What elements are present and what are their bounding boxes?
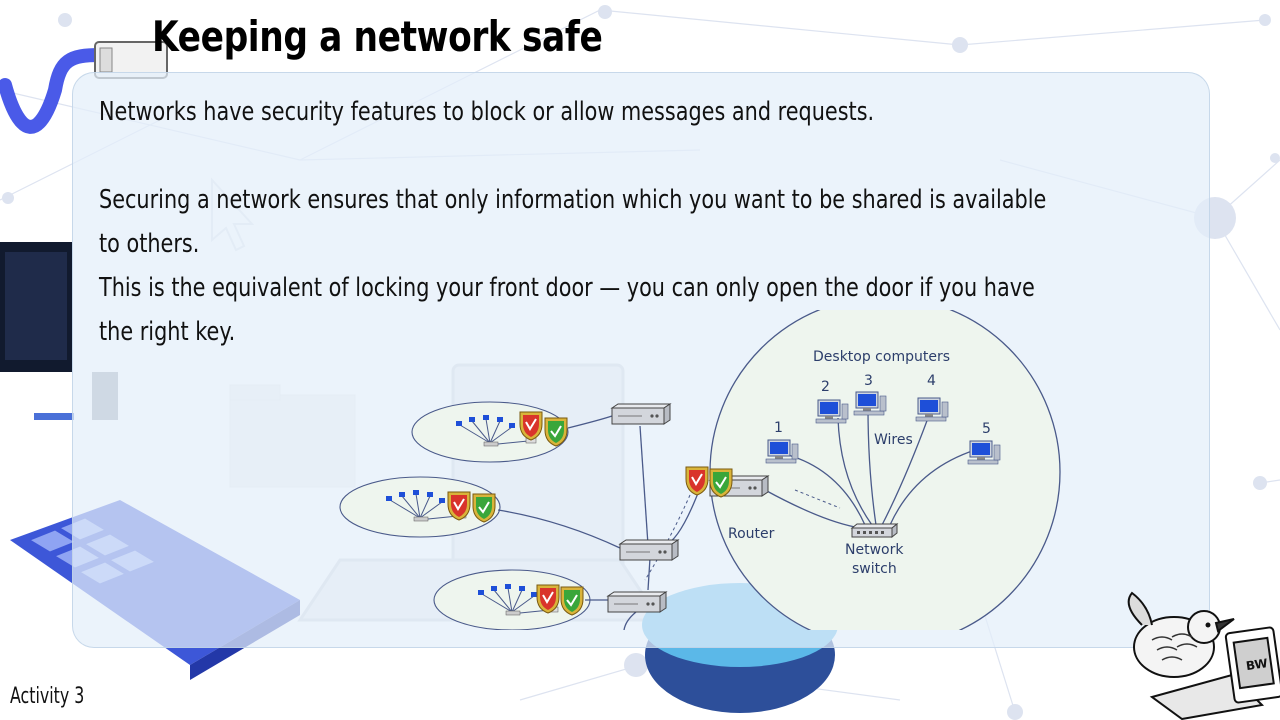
router-label: Router: [728, 526, 775, 542]
computer-number-4: 4: [927, 373, 936, 389]
router-device-middle: [619, 539, 679, 561]
network-switch-label-line2: switch: [852, 561, 897, 577]
computer-number-1: 1: [774, 420, 783, 436]
paragraph-security-features: Networks have security features to block…: [99, 97, 875, 127]
computer-number-5: 5: [982, 421, 991, 437]
firewall-shield-block-icon: [685, 466, 709, 496]
svg-text:BW: BW: [1245, 656, 1268, 673]
network-switch-device: [850, 522, 899, 539]
router-device-bottom: [607, 591, 667, 613]
wires-label: Wires: [874, 432, 913, 448]
computer-number-3: 3: [864, 373, 873, 389]
wren-mascot-logo: BW: [1127, 591, 1280, 720]
activity-label: Activity 3: [10, 684, 85, 709]
network-switch-label-line1: Network: [845, 542, 904, 558]
paragraph-securing-network: Securing a network ensures that only inf…: [99, 185, 1047, 259]
network-diagram: Desktop computers 1 2 3 4 5 Wires Router…: [339, 310, 1061, 630]
computer-number-2: 2: [821, 379, 830, 395]
router-device-top: [611, 403, 671, 425]
slide-title: Keeping a network safe: [152, 12, 603, 61]
desktop-computers-label: Desktop computers: [813, 349, 950, 365]
paragraph-front-door-analogy: This is the equivalent of locking your f…: [99, 273, 1035, 347]
